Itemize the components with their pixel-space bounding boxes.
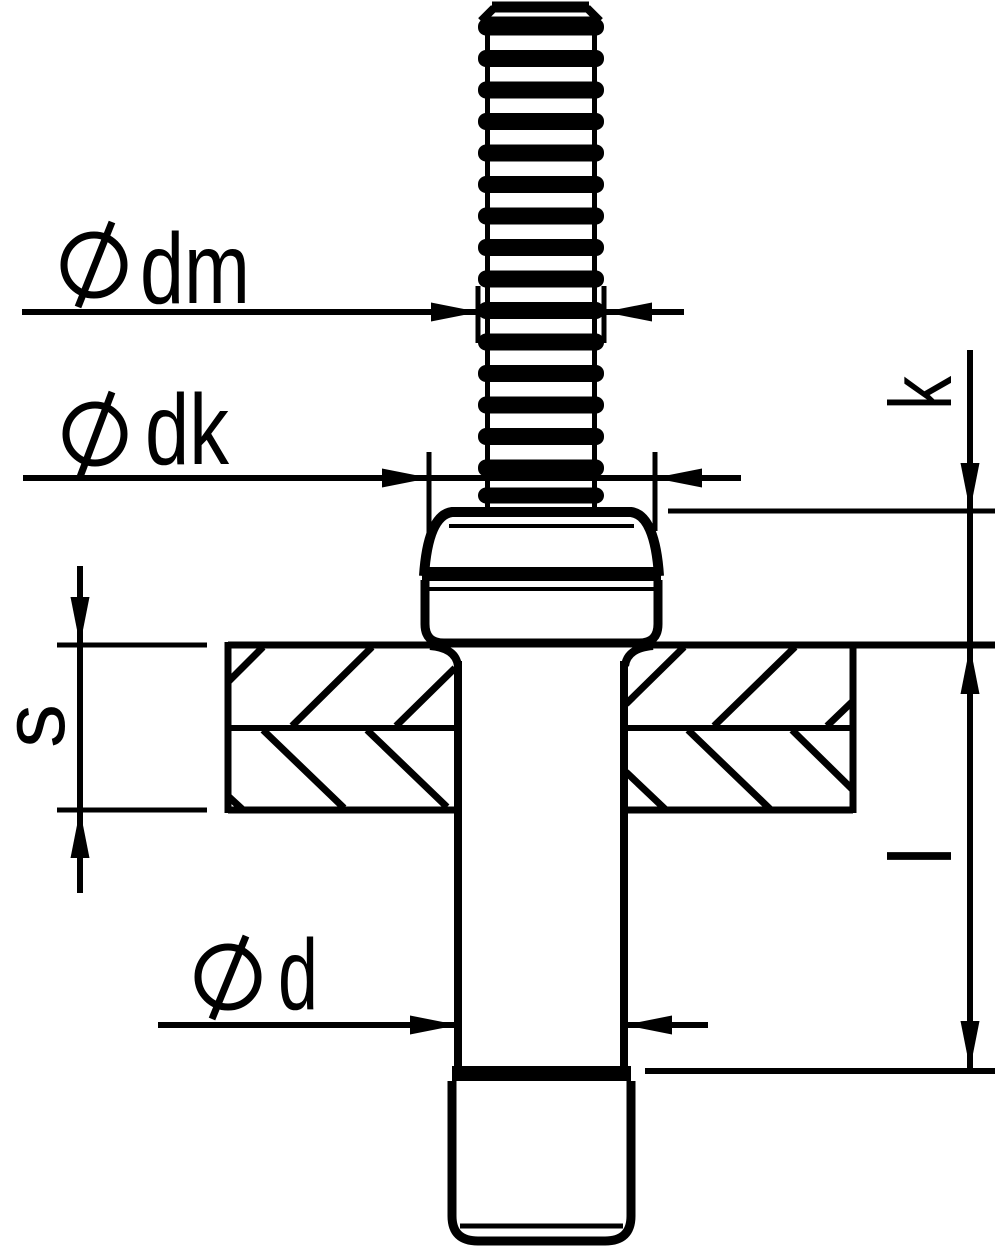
hatch-line [364,727,450,810]
l-label: l [871,846,970,866]
hatch-bottom-sheet-right [623,727,856,812]
dim-s: s [0,566,207,893]
hatch-line [789,727,856,793]
threaded-stud [478,1,604,511]
thread-band [478,396,604,414]
underhead-fillet-left [429,642,462,667]
plate-right [623,641,995,814]
thread-band [478,365,604,382]
dim-dk: dk [23,374,741,549]
arrowhead [960,463,980,511]
underhead-fillet-right [621,642,654,667]
shank-body [447,661,636,1246]
hatch-top-sheet-left [225,644,458,729]
head-top-outline [419,507,664,577]
stud-tip [478,1,603,24]
diameter-icon-d [194,934,262,1021]
hatch-line [824,698,856,729]
dim-k-and-l: k l [645,350,995,1074]
hatch-top-sheet-right [623,644,856,729]
arrowhead [410,1015,458,1035]
thread-band [478,428,604,445]
head-lower-outline [420,580,663,648]
thread-band [478,50,604,67]
dk-label: dk [145,374,230,486]
dm-label: dm [140,213,250,325]
clamped-plates [224,641,995,814]
hatch-line [225,644,266,685]
hatch-line [685,727,773,812]
thread-band [478,207,604,225]
thread-bands [478,18,604,504]
hatch-bottom-sheet-left [226,727,450,812]
hatch-line [711,644,798,729]
arrowhead [70,810,90,858]
thread-band [478,81,604,99]
break-band [452,1066,631,1081]
k-label: k [871,375,970,410]
thread-band [478,176,604,193]
arrowhead [70,597,90,645]
thread-band [478,487,604,504]
plate-left [224,641,458,814]
d-label: d [278,919,318,1031]
hatch-line [623,644,687,707]
arrowhead [654,468,702,488]
thread-band [478,333,604,351]
diameter-icon-dm [60,220,128,309]
collar-head [419,507,664,667]
hatch-line [623,769,668,812]
closed-end-cap [447,1081,636,1246]
s-label: s [0,704,83,748]
thread-band [478,459,604,477]
arrowhead [431,302,479,322]
thread-band [478,239,604,256]
arrowhead [960,1021,980,1069]
thread-band [478,144,604,162]
arrowhead [960,646,980,694]
arrowhead [624,1015,672,1035]
hatch-line [260,727,347,811]
hatch-line [393,665,458,729]
thread-band [478,302,604,319]
dim-d: d [158,919,708,1035]
thread-band [478,18,604,36]
arrowhead [382,468,430,488]
thread-band [478,270,604,288]
thread-band [478,113,604,130]
dim-dm: dm [22,213,684,343]
hatch-line [226,794,245,812]
head-flange-band [422,567,661,581]
diameter-icon-dk [62,390,128,479]
hatch-line [289,644,375,729]
arrowhead [604,302,652,322]
